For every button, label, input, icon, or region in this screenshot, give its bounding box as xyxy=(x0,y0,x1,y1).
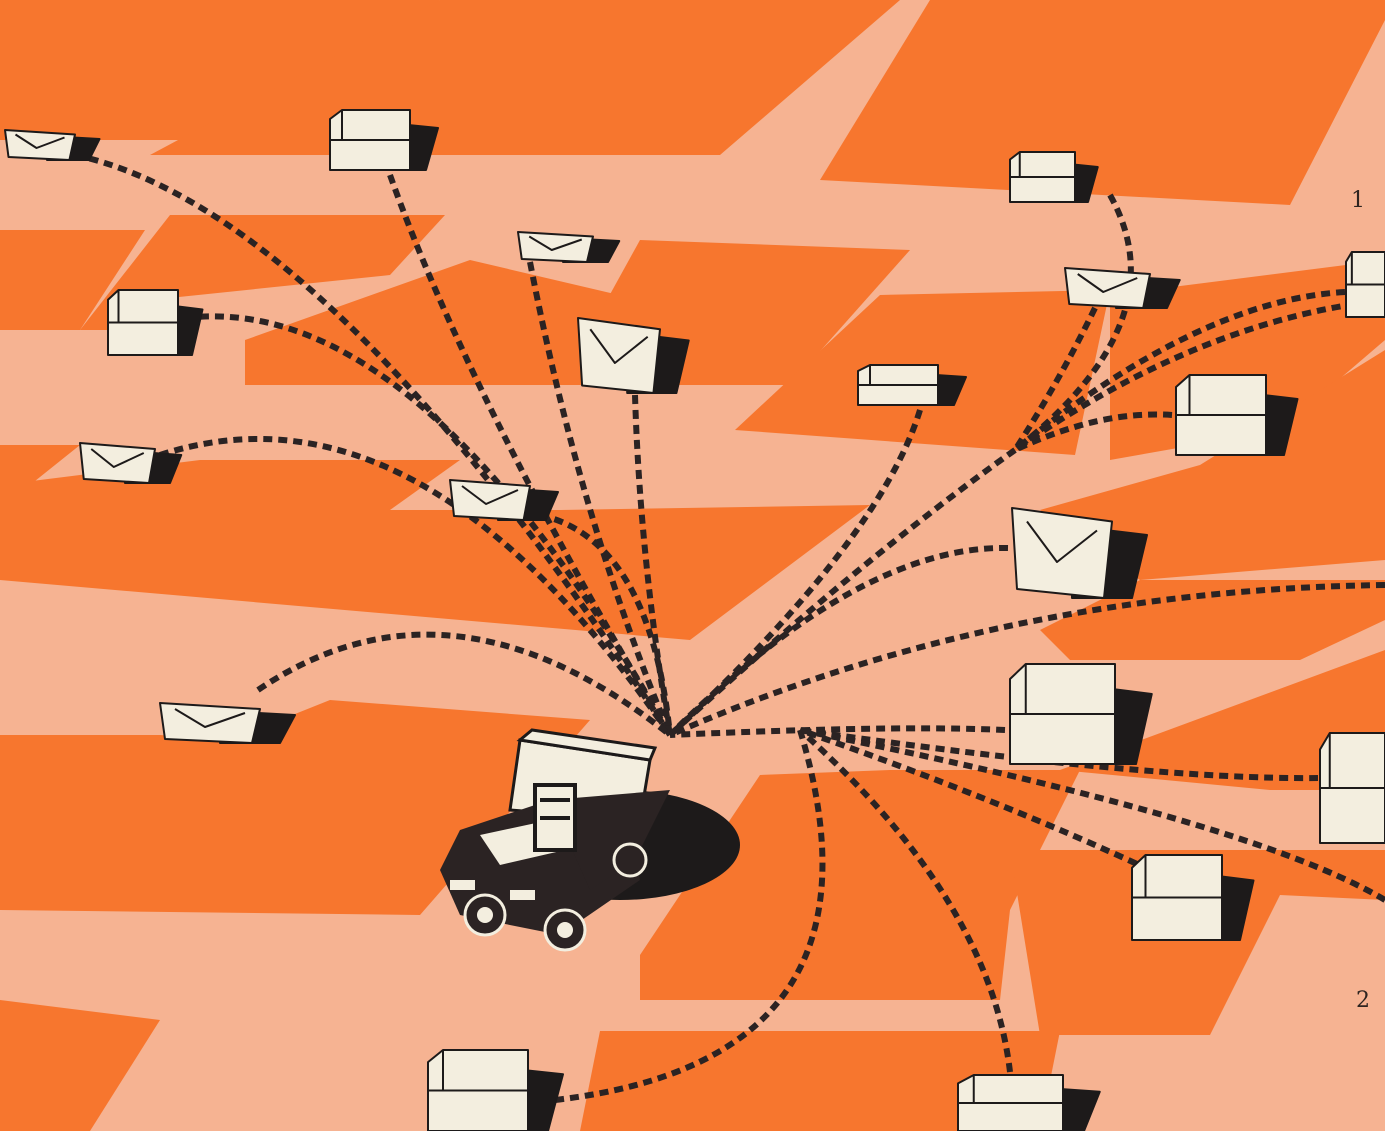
truck-icon xyxy=(440,728,740,952)
stacked-box-icon xyxy=(427,1049,564,1131)
route-line xyxy=(74,152,673,737)
route-line xyxy=(539,512,673,736)
route-line xyxy=(1012,306,1098,452)
open-bin-icon xyxy=(577,317,690,394)
route-line xyxy=(799,727,1319,782)
route-line xyxy=(667,447,1017,738)
open-bin-icon xyxy=(159,702,296,744)
delivery-routes xyxy=(74,152,1385,1103)
open-bin-icon xyxy=(4,129,101,161)
container-sites xyxy=(4,109,1385,1131)
open-bin-icon xyxy=(517,231,621,263)
route-line xyxy=(668,582,1385,738)
stacked-box-icon xyxy=(329,109,439,171)
stacked-box-icon xyxy=(107,289,204,356)
route-line xyxy=(669,725,1006,738)
open-bin-icon xyxy=(449,479,559,521)
route-line xyxy=(797,727,1013,1073)
stacked-box-icon xyxy=(1345,251,1385,318)
open-bin-icon xyxy=(1011,507,1148,599)
route-line xyxy=(799,727,1152,873)
route-line xyxy=(387,173,673,737)
route-line xyxy=(667,409,923,738)
open-bin-icon xyxy=(1064,267,1181,309)
stacked-box-icon xyxy=(1009,151,1099,203)
page-number-1: 1 xyxy=(1351,188,1365,213)
route-line xyxy=(1013,297,1385,453)
stacked-box-icon xyxy=(1319,732,1385,844)
route-line xyxy=(256,631,672,738)
route-line xyxy=(667,544,1009,738)
route-line xyxy=(632,394,673,736)
open-bin-icon xyxy=(79,442,183,484)
route-line xyxy=(1013,411,1173,453)
page-number-2: 2 xyxy=(1356,988,1370,1013)
stacked-box-icon xyxy=(957,1074,1101,1131)
route-line xyxy=(799,727,1385,903)
stacked-box-icon xyxy=(1009,663,1153,765)
stacked-box-icon xyxy=(857,364,967,406)
stacked-box-icon xyxy=(1175,374,1299,456)
stacked-box-icon xyxy=(1131,854,1255,941)
route-line xyxy=(184,313,673,737)
